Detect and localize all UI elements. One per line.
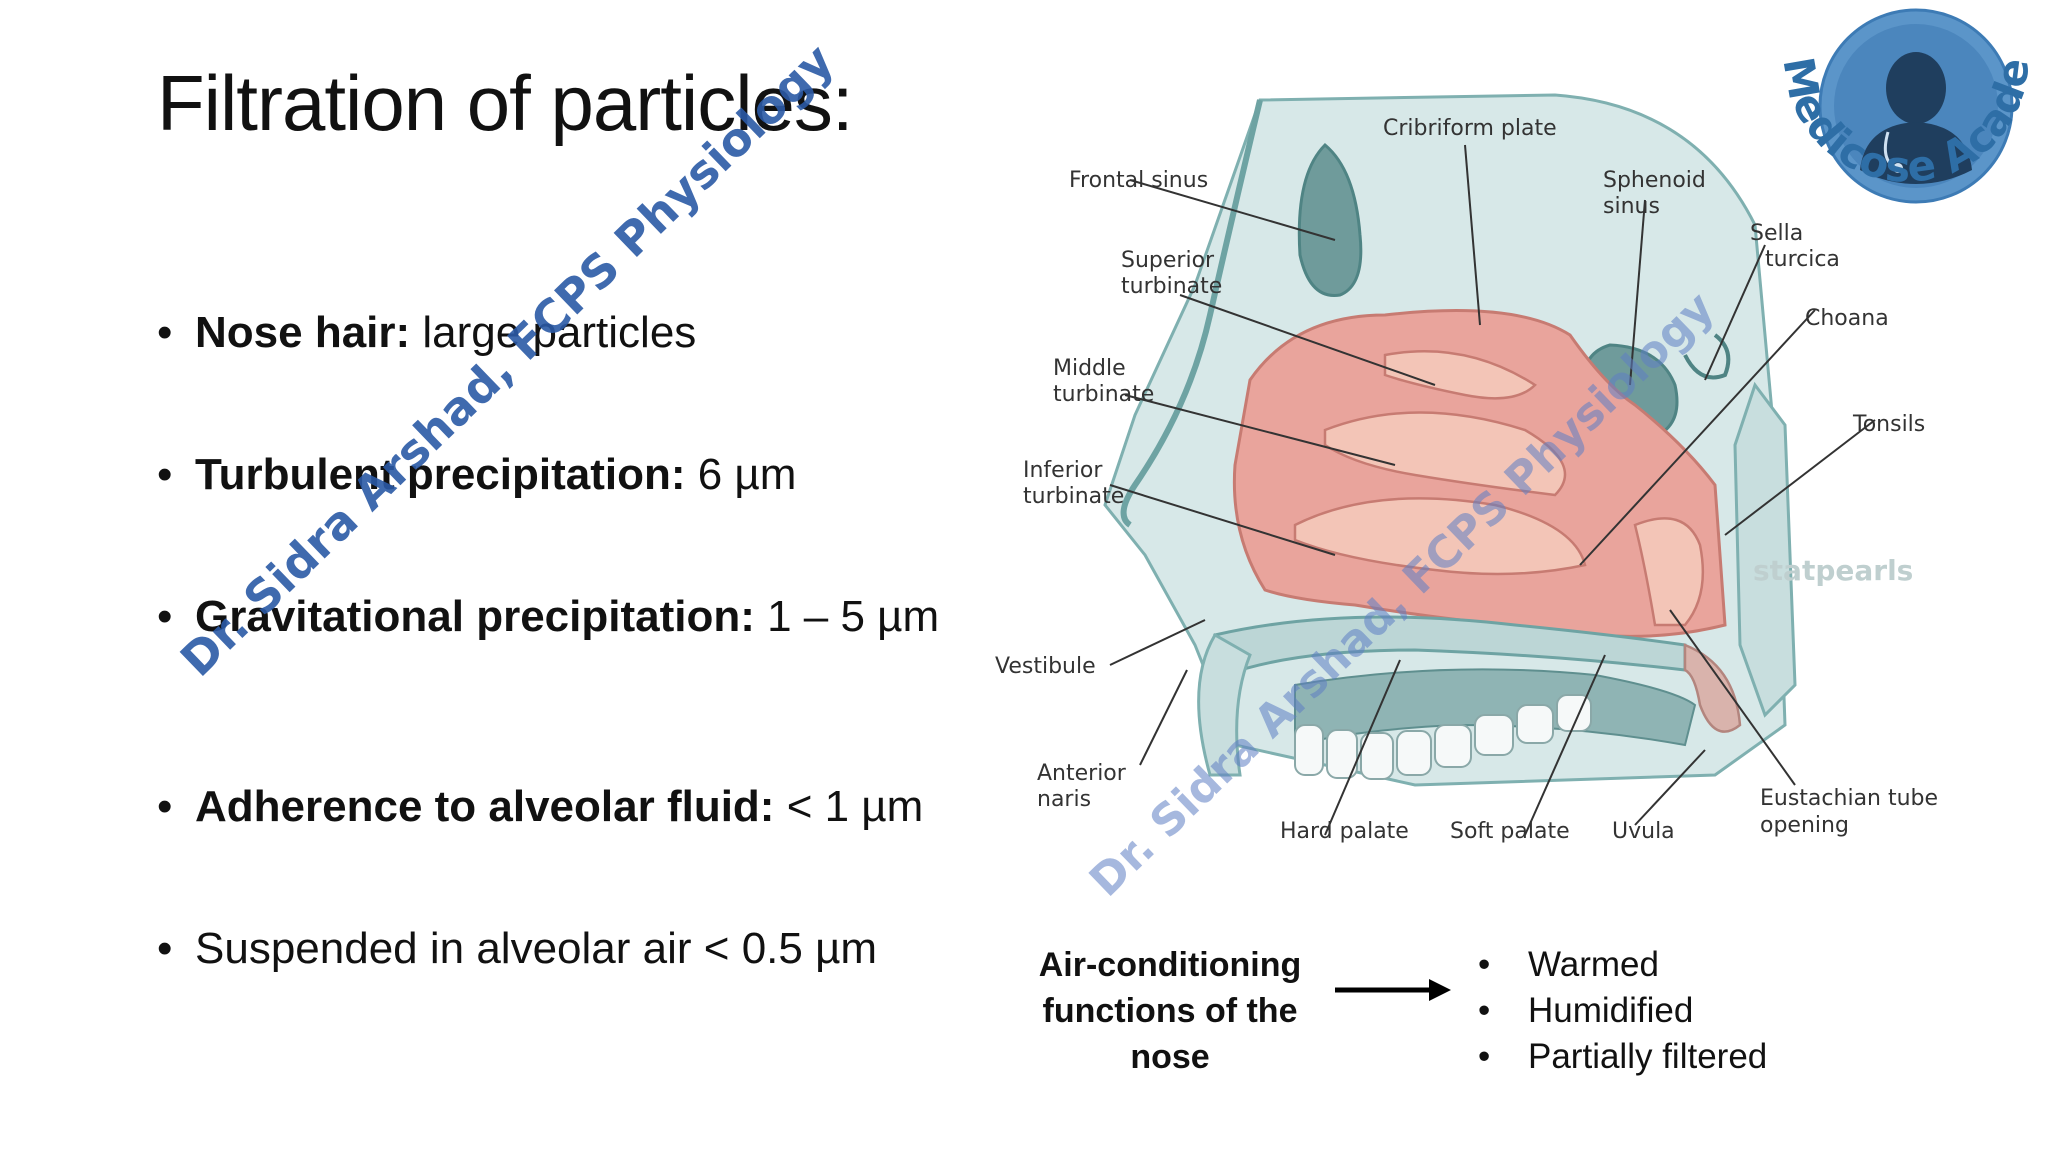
label-tonsils: Tonsils (1852, 412, 1925, 437)
bullet-nose-hair: Nose hair: large particles (157, 308, 985, 358)
air-conditioning-functions-list: Warmed Humidified Partially filtered (1478, 942, 1767, 1080)
label-sella-turcica-1: Sella (1750, 221, 1803, 246)
nasal-cavity-diagram: Frontal sinus Cribriform plate Sphenoid … (995, 93, 1938, 844)
label-vestibule: Vestibule (995, 654, 1096, 679)
statpearls-watermark: statpearls (1753, 554, 1913, 587)
bullet-alveolar-fluid: Adherence to alveolar fluid: < 1 µm (157, 782, 985, 832)
label-inferior-turbinate-1: Inferior (1023, 458, 1103, 483)
air-conditioning-label: Air-conditioning functions of the nose (1020, 942, 1320, 1080)
right-arrow-icon (1335, 979, 1451, 1001)
air-conditioning-label-line: Air-conditioning (1038, 946, 1302, 984)
function-item: Partially filtered (1478, 1034, 1767, 1080)
label-anterior-naris-1: Anterior (1037, 761, 1127, 786)
bullet-term: Gravitational precipitation: (195, 592, 755, 641)
label-anterior-naris-2: naris (1037, 787, 1091, 812)
label-sella-turcica-2: turcica (1765, 247, 1840, 272)
bullet-alveolar-air: Suspended in alveolar air < 0.5 µm (157, 924, 985, 974)
label-cribriform-plate: Cribriform plate (1383, 116, 1557, 141)
bullet-turbulent-precipitation: Turbulent precipitation: 6 µm (157, 450, 985, 500)
label-inferior-turbinate-2: turbinate (1023, 484, 1124, 509)
bullet-detail: large particles (410, 308, 697, 357)
bullet-term: Nose hair: (195, 308, 411, 357)
bullet-detail: 6 µm (685, 450, 797, 499)
bullet-term: Adherence to alveolar fluid: (195, 782, 775, 831)
label-middle-turbinate-1: Middle (1053, 356, 1126, 381)
function-item: Humidified (1478, 988, 1767, 1034)
label-eustachian-tube-1: Eustachian tube (1760, 786, 1938, 811)
label-hard-palate: Hard palate (1280, 819, 1409, 844)
bullet-detail: Suspended in alveolar air < 0.5 µm (195, 924, 878, 973)
slide-title: Filtration of particles: (157, 59, 854, 147)
label-choana: Choana (1805, 306, 1889, 331)
function-item: Warmed (1478, 942, 1767, 988)
bullet-detail: 1 – 5 µm (754, 592, 940, 641)
label-uvula: Uvula (1612, 819, 1675, 844)
medicose-academics-badge: Medicose Academics (1760, 0, 2039, 204)
air-conditioning-label-line: nose (1130, 1038, 1210, 1076)
air-conditioning-label-line: functions of the (1042, 992, 1298, 1030)
diagram-illustration (1103, 93, 1797, 787)
label-sphenoid-sinus-1: Sphenoid (1603, 168, 1706, 193)
label-sphenoid-sinus-2: sinus (1603, 194, 1660, 219)
bullet-term: Turbulent precipitation: (195, 450, 686, 499)
bullet-detail: < 1 µm (774, 782, 924, 831)
label-superior-turbinate-2: turbinate (1121, 274, 1222, 299)
label-superior-turbinate-1: Superior (1121, 248, 1215, 273)
label-soft-palate: Soft palate (1450, 819, 1570, 844)
bullet-gravitational-precipitation: Gravitational precipitation: 1 – 5 µm (157, 592, 985, 642)
label-frontal-sinus: Frontal sinus (1069, 168, 1208, 193)
label-eustachian-tube-2: opening (1760, 813, 1849, 838)
leader-lines (1109, 144, 1876, 836)
label-middle-turbinate-2: turbinate (1053, 382, 1154, 407)
